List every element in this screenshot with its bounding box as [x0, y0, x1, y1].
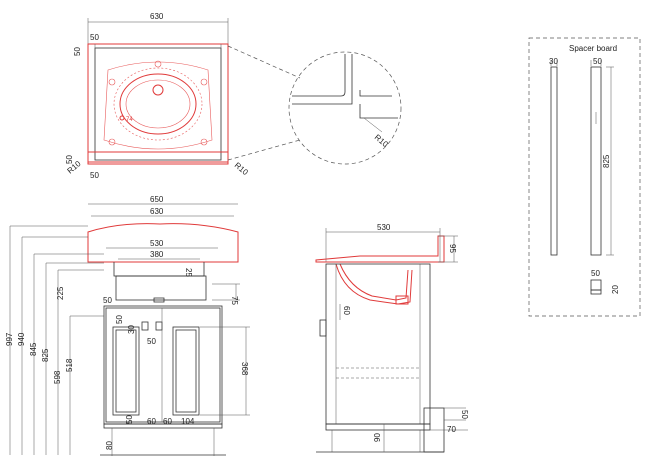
- front-door-height: 368: [240, 362, 249, 376]
- front-door-gap: 30: [127, 325, 136, 334]
- front-height-940: 940: [17, 332, 26, 346]
- front-basin-width: 530: [150, 239, 164, 248]
- side-dim-50: 50: [460, 410, 469, 419]
- side-upstand-label: 95: [448, 244, 457, 253]
- waste-hole: [119, 115, 125, 121]
- corner-detail: R10: [288, 51, 402, 165]
- spacer-depth-label: 50: [593, 57, 602, 66]
- front-bottom-104: 104: [181, 417, 195, 426]
- side-dim-70: 70: [447, 425, 456, 434]
- top-dim-upper-left: 50: [90, 33, 99, 42]
- front-inner-width: 630: [150, 207, 164, 216]
- top-width-label: 630: [150, 12, 164, 21]
- top-dim-bottom: 50: [90, 171, 99, 180]
- spacer-board-panel: Spacer board 30 50 825 50 20: [528, 37, 641, 317]
- front-left-offset: 50: [103, 296, 112, 305]
- spacer-thickness-label: 30: [549, 57, 558, 66]
- spacer-height-label: 825: [602, 154, 611, 168]
- front-height-825: 825: [41, 348, 50, 362]
- front-rim-depth: 25: [184, 268, 193, 277]
- front-bowl-height: 75: [230, 296, 239, 305]
- front-basin-depth: 225: [56, 286, 65, 300]
- detail-radius-label: R10: [373, 133, 390, 150]
- front-bottom-50: 50: [125, 415, 134, 424]
- front-height-518: 518: [65, 358, 74, 372]
- front-bottom-60a: 60: [147, 417, 156, 426]
- front-overall-width: 650: [150, 195, 164, 204]
- spacer-title: Spacer board: [569, 44, 617, 53]
- front-door-top-gap: 50: [115, 315, 124, 324]
- front-height-598: 598: [53, 370, 62, 384]
- side-trap-label: 60: [342, 306, 351, 315]
- side-depth-label: 530: [377, 223, 391, 232]
- front-plinth-height: 80: [105, 441, 114, 450]
- top-radius-right: R10: [233, 161, 250, 178]
- front-height-845: 845: [29, 342, 38, 356]
- front-height-997: 997: [5, 332, 14, 346]
- side-plinth-label: 90: [373, 433, 382, 442]
- front-view: 650 630 530 380 25 75 50 225: [5, 195, 250, 456]
- front-door-side: 50: [147, 337, 156, 346]
- top-dim-left-side: 50: [73, 47, 82, 56]
- spacer-small-height: 20: [611, 285, 620, 294]
- tap-hole-label: 74: [126, 117, 133, 123]
- top-view: 630 74 50 50 50 50 R10 R10: [65, 12, 301, 180]
- front-bowl-width: 380: [150, 250, 164, 259]
- tap-hole: [152, 84, 164, 96]
- side-view: 530 95 60 90 50 70: [315, 223, 469, 453]
- front-bottom-60b: 60: [163, 417, 172, 426]
- spacer-small-width: 50: [591, 269, 600, 278]
- top-dim-left-low: 50: [65, 155, 74, 164]
